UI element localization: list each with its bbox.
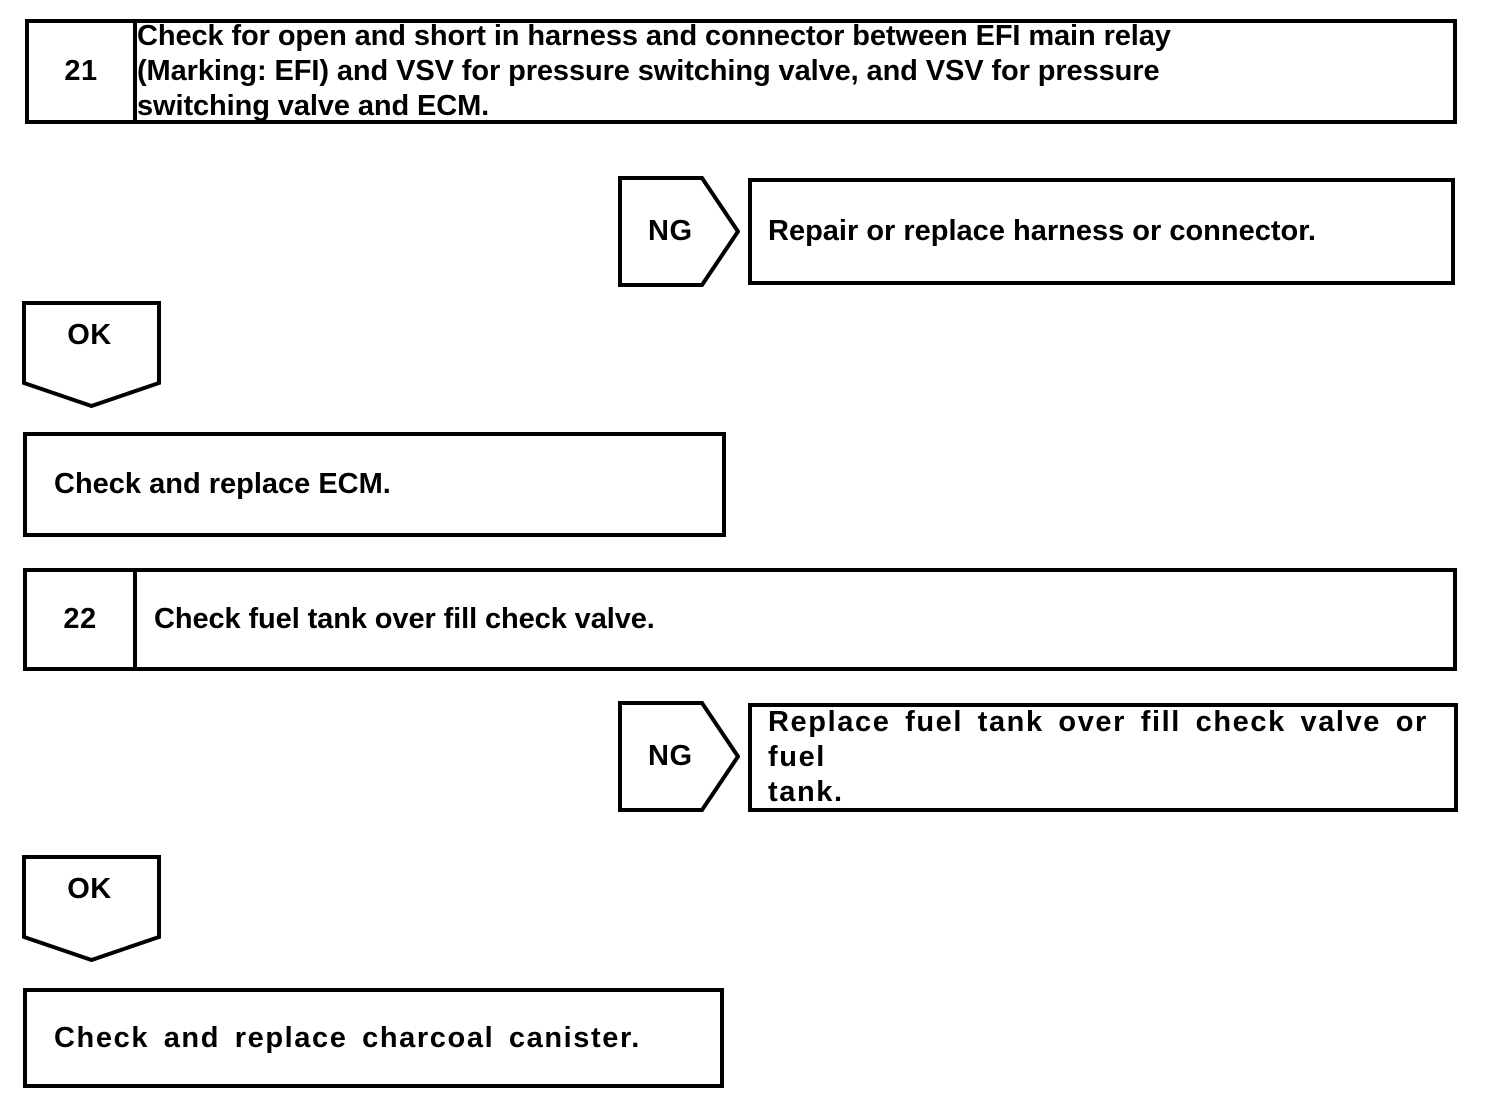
step-22-line-1: Check fuel tank over fill check valve. [154, 603, 655, 635]
check-replace-ecm-box: Check and replace ECM. [23, 432, 726, 537]
ng-arrow-icon-1 [618, 176, 740, 287]
ng-result-box-1: Repair or replace harness or connector. [748, 178, 1455, 285]
ng-result-box-2: Replace fuel tank over fill check valve … [748, 703, 1458, 812]
ok-flag-1: OK [22, 301, 161, 408]
ng-result-2-line-2: tank. [768, 776, 844, 808]
step-22-text: Check fuel tank over fill check valve. [137, 572, 1453, 667]
ok-flag-2: OK [22, 855, 161, 962]
ng-result-2-line-1: Replace fuel tank over fill check valve … [768, 706, 1428, 773]
step-21-box: 21 Check for open and short in harness a… [25, 19, 1457, 124]
step-22-number: 22 [27, 572, 137, 667]
step-22-box: 22 Check fuel tank over fill check valve… [23, 568, 1457, 671]
ng-result-1-line-1: Repair or replace harness or connector. [768, 215, 1316, 247]
ng-result-1-text: Repair or replace harness or connector. [752, 182, 1451, 281]
check-replace-charcoal-canister-line-1: Check and replace charcoal canister. [54, 1021, 641, 1054]
ng-arrow-icon-2 [618, 701, 740, 812]
ng-flag-1: NG [618, 176, 740, 287]
check-replace-ecm-text: Check and replace ECM. [27, 436, 722, 533]
ok-arrow-icon-1 [22, 301, 161, 408]
step-21-line-2: (Marking: EFI) and VSV for pressure swit… [137, 55, 1160, 87]
check-replace-charcoal-canister-box: Check and replace charcoal canister. [23, 988, 724, 1088]
check-replace-ecm-line-1: Check and replace ECM. [54, 468, 391, 500]
step-21-line-1: Check for open and short in harness and … [137, 20, 1171, 52]
ng-result-2-text: Replace fuel tank over fill check valve … [752, 706, 1454, 808]
step-21-number: 21 [29, 23, 137, 120]
check-replace-charcoal-canister-text: Check and replace charcoal canister. [27, 992, 720, 1084]
ng-flag-2: NG [618, 701, 740, 812]
step-21-text: Check for open and short in harness and … [137, 20, 1453, 122]
step-21-line-3: switching valve and ECM. [137, 90, 490, 122]
ok-arrow-icon-2 [22, 855, 161, 962]
